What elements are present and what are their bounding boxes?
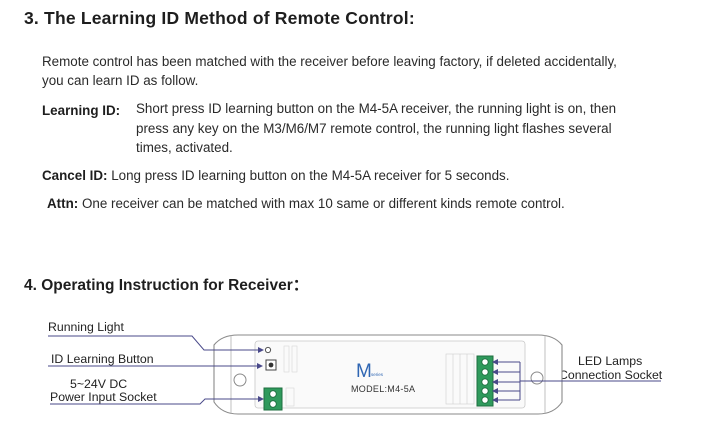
running-light-icon <box>264 346 272 354</box>
output-label-grid <box>445 353 475 405</box>
cancel-id-text: Long press ID learning button on the M4-… <box>111 168 510 183</box>
led-arrow-5-icon <box>492 397 498 403</box>
led-arrow-4-icon <box>492 388 498 394</box>
label-strip-1 <box>283 345 290 373</box>
learning-id-line-2: press any key on the M3/M6/M7 remote con… <box>136 121 612 136</box>
label-strip-3 <box>285 387 295 407</box>
led-screw-5-icon <box>481 396 489 404</box>
face-plate <box>254 340 526 409</box>
power-leader <box>50 398 262 405</box>
id-learning-button-caption: ID Learning Button <box>51 352 154 366</box>
power-arrow-icon <box>258 396 264 402</box>
power-screw-1-icon <box>269 390 277 398</box>
running-light-caption: Running Light <box>48 320 124 334</box>
section-3-title: 3. The Learning ID Method of Remote Cont… <box>24 8 415 28</box>
running-light-leader <box>48 335 262 351</box>
label-strip-2 <box>291 345 298 373</box>
led-arrow-2-icon <box>492 369 498 375</box>
section-4-title: 4. Operating Instruction for Receiver： <box>24 277 309 294</box>
intro-line-1: Remote control has been matched with the… <box>42 54 617 69</box>
brand-series: series <box>371 372 384 377</box>
button-cap-icon <box>268 362 274 368</box>
power-screw-2-icon <box>269 400 277 408</box>
attn-text: One receiver can be matched with max 10 … <box>81 196 565 211</box>
right-mount-hole <box>530 371 544 385</box>
id-button-arrow-icon <box>257 363 263 369</box>
running-light-arrow-icon <box>258 347 264 353</box>
led-screw-2-icon <box>481 368 489 376</box>
led-screw-1-icon <box>481 358 489 366</box>
intro-line-2: you can learn ID as follow. <box>42 73 199 88</box>
led-caption-line-2: Connection Socket <box>559 368 663 382</box>
led-caption-line-1: LED Lamps <box>578 354 643 368</box>
led-arrow-3-icon <box>492 379 498 385</box>
led-screw-3-icon <box>481 378 489 386</box>
learning-id-line-3: times, activated. <box>136 140 233 155</box>
power-caption-line-1: 5~24V DC <box>70 377 128 391</box>
attn-row: Attn: One receiver can be matched with m… <box>47 196 565 211</box>
model-label: MODEL:M4-5A <box>351 384 415 394</box>
cancel-id-label: Cancel ID: <box>42 168 108 183</box>
led-arrow-1-icon <box>492 359 498 365</box>
power-caption-line-2: Power Input Socket <box>50 390 157 404</box>
led-screw-4-icon <box>481 387 489 395</box>
left-mount-hole <box>233 373 247 387</box>
attn-label: Attn: <box>47 196 79 211</box>
cancel-id-row: Cancel ID: Long press ID learning button… <box>42 168 509 183</box>
learning-id-label: Learning ID: <box>42 103 121 118</box>
learning-id-line-1: Short press ID learning button on the M4… <box>136 101 617 116</box>
brand-letter: M <box>356 361 372 382</box>
